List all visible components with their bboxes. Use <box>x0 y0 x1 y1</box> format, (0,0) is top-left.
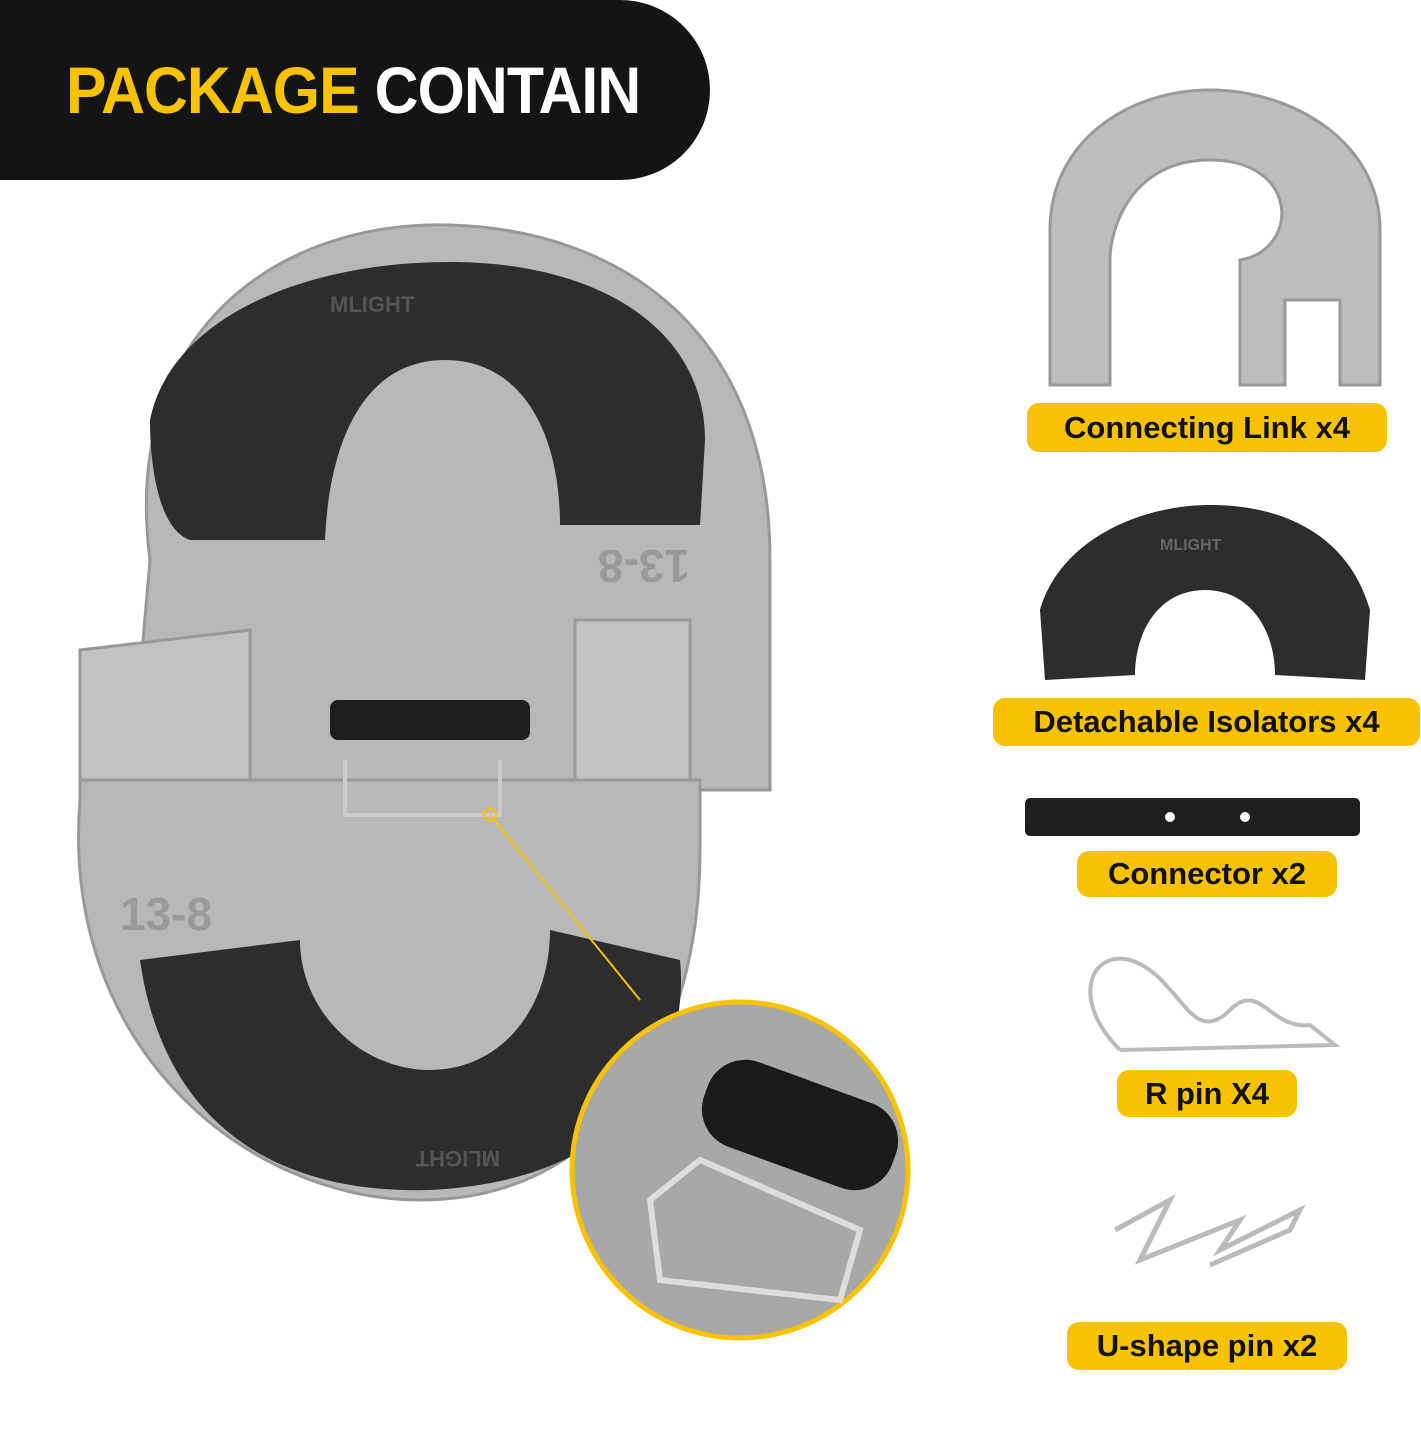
r-pin-image <box>1088 956 1341 1052</box>
bottom-isolator <box>140 930 682 1191</box>
callout-line <box>489 814 641 1001</box>
isolator-image: MLIGHT <box>1040 505 1370 680</box>
detail-zoom-circle <box>569 999 911 1341</box>
top-isolator <box>150 262 705 540</box>
item-label-connector: Connector x2 <box>1077 851 1337 897</box>
item-label-u-shape-pin: U-shape pin x2 <box>1067 1322 1347 1370</box>
page-title: PACKAGE CONTAIN <box>66 53 641 127</box>
assembled-connecting-link: 13-8 13-8 MLIGHT MLIGHT <box>77 223 772 1202</box>
callout-dot <box>483 808 497 822</box>
connector-image <box>1025 798 1360 836</box>
connecting-link-image <box>1048 88 1382 387</box>
brand-logo: MLIGHT <box>330 292 415 317</box>
size-marking: 13-8 <box>598 540 690 592</box>
u-pin-image <box>1113 1193 1306 1268</box>
header-banner: PACKAGE CONTAIN <box>0 0 710 180</box>
item-label-connecting-link: Connecting Link x4 <box>1027 403 1387 452</box>
brand-logo: MLIGHT <box>1160 537 1222 554</box>
size-marking: 13-8 <box>120 888 212 940</box>
item-label-r-pin: R pin X4 <box>1117 1070 1297 1117</box>
item-label-detachable-isolators: Detachable Isolators x4 <box>993 698 1420 746</box>
u-pin <box>343 760 502 817</box>
connector-pin <box>330 700 530 740</box>
brand-logo: MLIGHT <box>415 1146 500 1171</box>
